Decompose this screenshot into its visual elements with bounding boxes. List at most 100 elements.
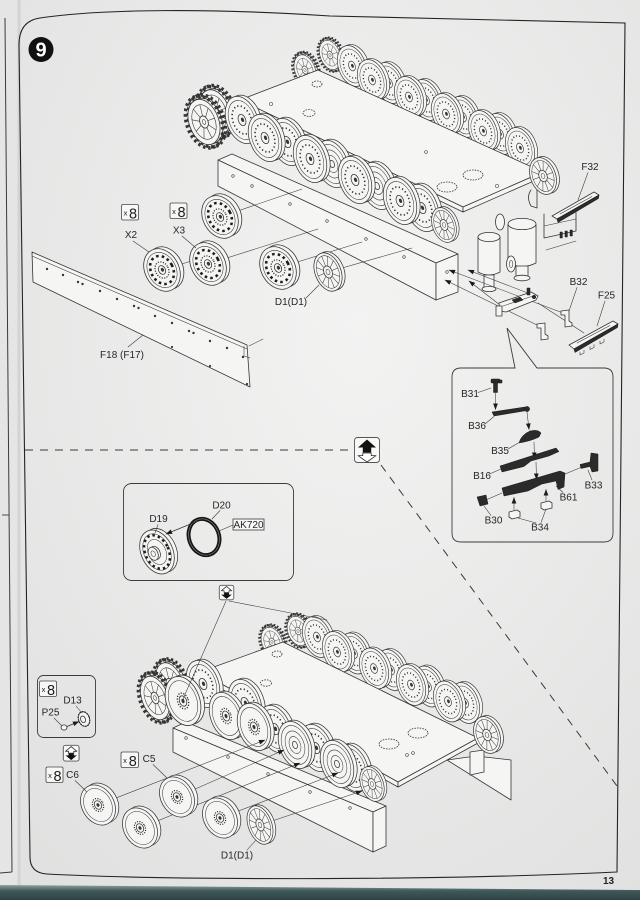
part-b30 (476, 494, 489, 507)
idler-spoke (443, 210, 445, 220)
idler-spoke (434, 226, 441, 229)
hull-mounting-hole (308, 790, 312, 794)
wheel-bolt-ring (194, 248, 222, 280)
deck-hatch (436, 181, 458, 193)
wheel-rim (340, 160, 370, 200)
wheel-hub-cap (420, 205, 425, 211)
label-leader (154, 524, 159, 534)
skirt-mounting-hole (132, 304, 136, 308)
flip-icon-down-arrow (221, 592, 232, 599)
skirt-guide-line (248, 338, 264, 347)
sprocket-spoke (274, 639, 280, 642)
callout-balloon (451, 327, 614, 543)
idler-spoke (373, 773, 378, 781)
detail-callout: B31 B36 B35 B16 B33 B61 B30 B34 (451, 327, 614, 543)
sprocket-spoke (299, 72, 304, 77)
wheel-bolt-ring (231, 105, 253, 135)
wheel-bolt-ring (148, 254, 176, 286)
f25-tab (599, 338, 605, 345)
skirt-mounting-hole (225, 346, 229, 350)
tire-inset: D19 D20 AK720 (123, 483, 294, 581)
page-number: 13 (603, 876, 615, 887)
rear-part-guide-line (468, 280, 501, 306)
wheel-bolt-ring (411, 193, 433, 223)
sprocket-spoke (199, 104, 203, 117)
quantity-badge-frame (121, 204, 139, 221)
assembly-guide-line (564, 466, 583, 475)
exhaust-cover-disc (495, 213, 505, 231)
part-label-x3: X3 (173, 226, 186, 237)
b31-post (493, 381, 498, 393)
idler-spoke (329, 260, 334, 269)
idler-spoke (248, 819, 257, 824)
hull-side-box (217, 153, 459, 301)
road-wheel (393, 75, 428, 118)
skirt-mounting-hole (115, 297, 119, 301)
wheel-hub-cap (206, 261, 211, 266)
label-leader (517, 517, 537, 524)
idler-spoke (375, 785, 383, 789)
idler-spoke (491, 736, 499, 740)
idler-spoke (375, 787, 382, 796)
bracket-bolt (564, 230, 568, 238)
lever-pedal (511, 296, 524, 304)
wheel-hub-cap (252, 724, 256, 730)
idler-spoke (259, 809, 261, 820)
road-wheel-part (143, 246, 185, 292)
wheel-rim (262, 250, 294, 286)
label-leader (75, 705, 83, 714)
idler-spoke (362, 772, 369, 781)
d13-bolt-ring (77, 711, 91, 727)
road-wheel-part (201, 193, 243, 239)
hull-mounting-hole (445, 270, 449, 274)
wheel-bolt-ring (307, 624, 327, 650)
deck-hatch (407, 727, 429, 739)
wheel-hub-bore (150, 550, 156, 557)
label-leader (181, 235, 197, 249)
idler-spoke (263, 821, 270, 824)
wheel-hub-cap (373, 666, 376, 671)
idler-spoke (322, 275, 327, 284)
label-leader (218, 524, 234, 532)
wheel-hub-cap (482, 128, 485, 133)
wheel-hub-cap (175, 795, 179, 799)
wheel-hub-cap (138, 826, 142, 830)
hub-inset-frame (37, 675, 96, 738)
rear-lower-plate (446, 755, 512, 801)
part-b36 (491, 406, 530, 417)
wheel-bolt-ring (264, 252, 292, 284)
quantity-badge-prefix: x (42, 685, 46, 694)
flip-over-icon (354, 437, 380, 463)
idler-spoke (261, 813, 266, 822)
wheel-rim (280, 725, 310, 765)
part-label-b33: B33 (585, 481, 603, 492)
muffler-body (477, 236, 501, 276)
quantity-badge-x3: x 8 (169, 202, 188, 221)
wheel-rim (295, 139, 325, 179)
wheel-hub-cap (408, 94, 411, 99)
road-wheel (432, 679, 467, 723)
part-label-p25: P25 (42, 708, 60, 719)
f25-underside (573, 323, 619, 353)
idler-hub-cap (442, 222, 446, 228)
page-gutter-shadow (17, 0, 21, 888)
sprocket-spoke (327, 43, 330, 52)
road-wheel-part (80, 782, 120, 826)
idler-hub (367, 778, 377, 790)
previous-page-frame-edge (4, 17, 13, 873)
idler-spoke (438, 210, 443, 220)
bracket-crossbar (543, 218, 577, 227)
lever-pivot (531, 294, 537, 300)
pointer-line (228, 600, 328, 621)
section-divider-dashed-diagonal (380, 464, 618, 787)
part-label-d1: D1(D1) (275, 297, 307, 308)
rear-stowage-bracket (543, 208, 577, 251)
part-f18-side-skirt (31, 251, 251, 388)
muffler-outlet-end (481, 285, 497, 292)
near-side-running-gear (183, 83, 560, 243)
lower-leader-lines (97, 600, 363, 829)
road-wheel (356, 58, 391, 101)
idler-spoke (366, 787, 371, 795)
idler-spoke (531, 171, 539, 175)
axle-guide-line (219, 772, 339, 819)
